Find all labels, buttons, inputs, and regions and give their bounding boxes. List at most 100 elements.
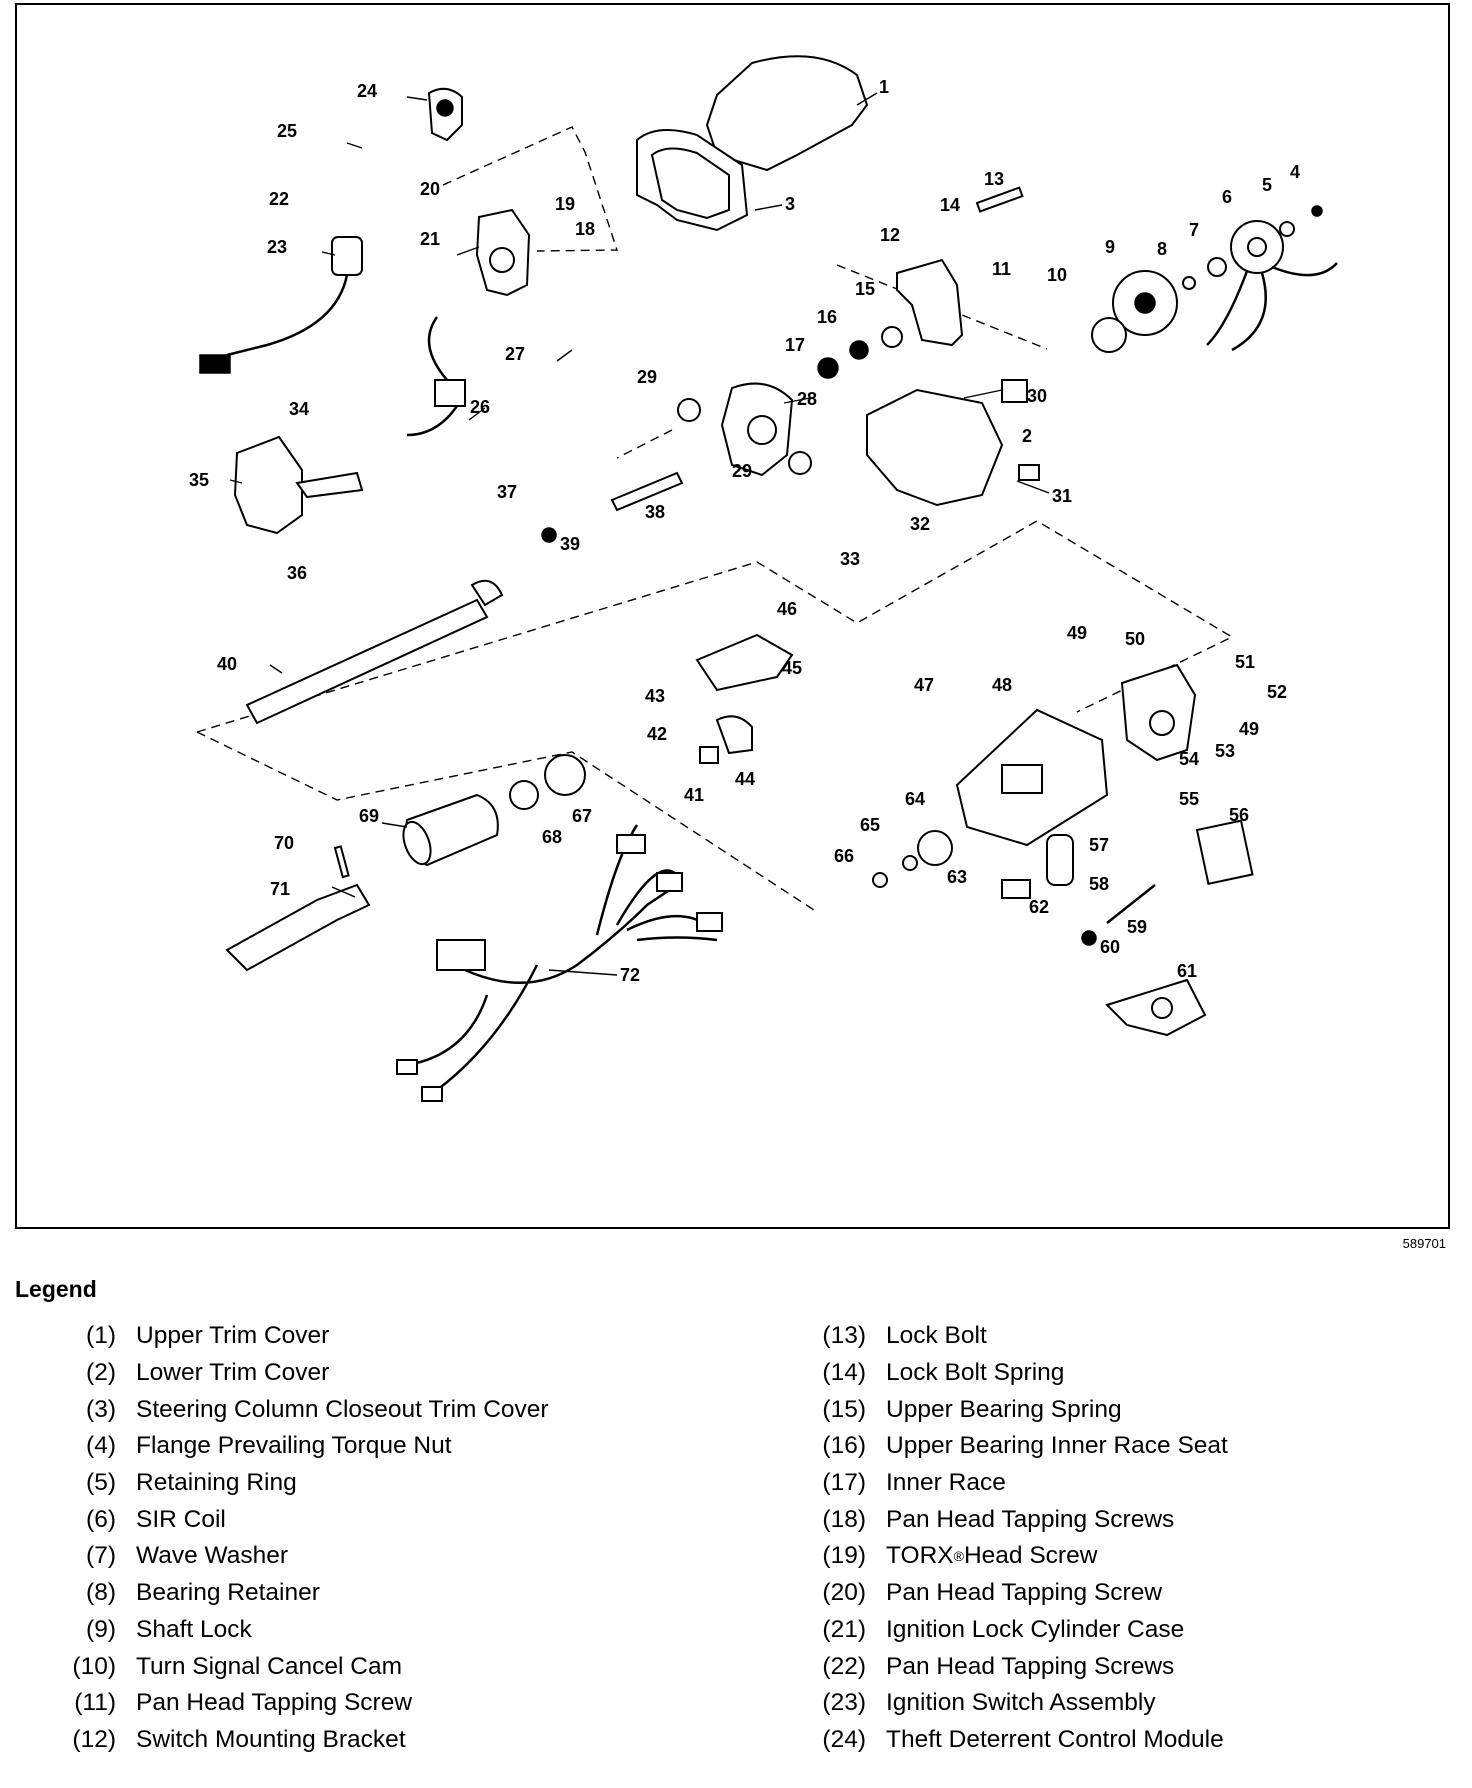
legend-item: (9)Shaft Lock xyxy=(86,1615,252,1643)
legend-item: (10)Turn Signal Cancel Cam xyxy=(72,1652,402,1680)
ring-66 xyxy=(872,872,888,888)
callout-29a: 29 xyxy=(637,367,657,387)
callout-28: 28 xyxy=(797,389,817,409)
legend-item: (7)Wave Washer xyxy=(86,1542,289,1570)
callout-35: 35 xyxy=(189,470,209,490)
legend-item: (23)Ignition Switch Assembly xyxy=(822,1689,1156,1717)
callout-6: 6 xyxy=(1222,187,1232,207)
callout-12: 12 xyxy=(880,225,900,245)
callout-32: 32 xyxy=(910,514,930,534)
legend-item: (16)Upper Bearing Inner Race Seat xyxy=(822,1432,1228,1460)
legend-item: (2)Lower Trim Cover xyxy=(86,1359,330,1387)
callout-65: 65 xyxy=(860,815,880,835)
callout-38: 38 xyxy=(645,502,665,522)
bearing-retainer xyxy=(1182,276,1196,290)
connector-26-wire xyxy=(406,316,459,437)
callout-57: 57 xyxy=(1089,835,1109,855)
callout-27: 27 xyxy=(505,344,525,364)
washer-68 xyxy=(509,780,539,810)
callout-11: 11 xyxy=(992,259,1011,279)
callout-33: 33 xyxy=(840,549,860,569)
callout-21: 21 xyxy=(420,229,440,249)
callout-43: 43 xyxy=(645,686,665,706)
wire-59 xyxy=(1106,884,1156,924)
lock-bolt xyxy=(975,186,1024,213)
bracket-61-hole xyxy=(1151,997,1173,1019)
harness-connector-c xyxy=(696,912,723,932)
turn-signal-cancel-cam xyxy=(1091,317,1127,353)
module-56 xyxy=(1195,819,1254,885)
wiring-harness xyxy=(406,824,718,1091)
wiring-connector-26 xyxy=(434,379,466,407)
callout-9: 9 xyxy=(1105,237,1115,257)
bushing-29a xyxy=(677,398,701,422)
steering-shaft xyxy=(245,598,489,725)
callout-68: 68 xyxy=(542,827,562,847)
callout-18: 18 xyxy=(575,219,595,239)
callout-3: 3 xyxy=(785,194,795,214)
ignition-switch-connector xyxy=(199,354,231,374)
legend-item: (6)SIR Coil xyxy=(86,1505,226,1533)
legend-item: (22)Pan Head Tapping Screws xyxy=(822,1652,1175,1680)
legend-item: (15)Upper Bearing Spring xyxy=(822,1395,1122,1423)
bearing-39 xyxy=(541,527,557,543)
callout-41: 41 xyxy=(684,785,704,805)
tilt-bracket-46 xyxy=(695,633,794,692)
callout-20: 20 xyxy=(420,179,440,199)
shaft-lock-hub xyxy=(1134,292,1156,314)
callout-48: 48 xyxy=(992,675,1012,695)
callout-59: 59 xyxy=(1127,917,1147,937)
callout-53: 53 xyxy=(1215,741,1235,761)
harness-connector-a xyxy=(616,834,646,854)
callout-2: 2 xyxy=(1022,426,1032,446)
callout-13: 13 xyxy=(984,169,1004,189)
callout-72: 72 xyxy=(620,965,640,985)
callout-leaders xyxy=(229,92,1050,976)
legend-item: (20)Pan Head Tapping Screw xyxy=(822,1579,1163,1607)
callout-49a: 49 xyxy=(1067,623,1087,643)
upper-bearing-spring xyxy=(881,326,903,348)
callout-52: 52 xyxy=(1267,682,1287,702)
callout-67: 67 xyxy=(572,806,592,826)
callout-45: 45 xyxy=(782,658,802,678)
callout-30: 30 xyxy=(1027,386,1047,406)
callout-1: 1 xyxy=(879,77,889,97)
callout-39: 39 xyxy=(560,534,580,554)
lock-case-bore xyxy=(489,247,515,273)
callout-15: 15 xyxy=(855,279,875,299)
callout-46: 46 xyxy=(777,599,797,619)
theft-module-hole xyxy=(436,99,454,117)
callout-10: 10 xyxy=(1047,265,1067,285)
bushing-29b xyxy=(788,451,812,475)
tube-69-end xyxy=(402,820,432,866)
legend-column-right: (13)Lock Bolt (14)Lock Bolt Spring (15)U… xyxy=(800,1318,1228,1758)
legend-item: (21)Ignition Lock Cylinder Case xyxy=(822,1615,1185,1643)
callout-62: 62 xyxy=(1029,897,1049,917)
sensor-assembly-42 xyxy=(715,715,753,755)
legend-item: (17)Inner Race xyxy=(822,1469,1006,1497)
callout-60: 60 xyxy=(1100,937,1120,957)
jacket-window xyxy=(1001,764,1043,794)
closeout-trim-inner xyxy=(650,147,730,220)
harness-connector-e xyxy=(396,1059,418,1075)
ignition-switch-wire xyxy=(226,274,349,357)
callout-56: 56 xyxy=(1229,805,1249,825)
legend-item: (13)Lock Bolt xyxy=(822,1322,987,1350)
switch-mounting-bracket xyxy=(896,258,964,347)
callout-19: 19 xyxy=(555,194,575,214)
legend-item: (19)TORX® Head Screw xyxy=(822,1542,1098,1570)
legend-item: (5)Retaining Ring xyxy=(86,1469,297,1497)
callout-70: 70 xyxy=(274,833,294,853)
screw-70 xyxy=(333,845,350,879)
grommet-60 xyxy=(1081,930,1097,946)
callout-37: 37 xyxy=(497,482,517,502)
legend-item: (18)Pan Head Tapping Screws xyxy=(822,1505,1175,1533)
sir-coil-wires xyxy=(1206,262,1338,352)
trim-plug xyxy=(1001,379,1028,403)
ring-65 xyxy=(902,855,918,871)
legend-title: Legend xyxy=(15,1276,97,1302)
callout-5: 5 xyxy=(1262,175,1272,195)
legend-item: (3)Steering Column Closeout Trim Cover xyxy=(86,1395,549,1423)
harness-connector-f xyxy=(421,1086,443,1102)
upper-bearing-inner-race-seat xyxy=(849,340,869,360)
